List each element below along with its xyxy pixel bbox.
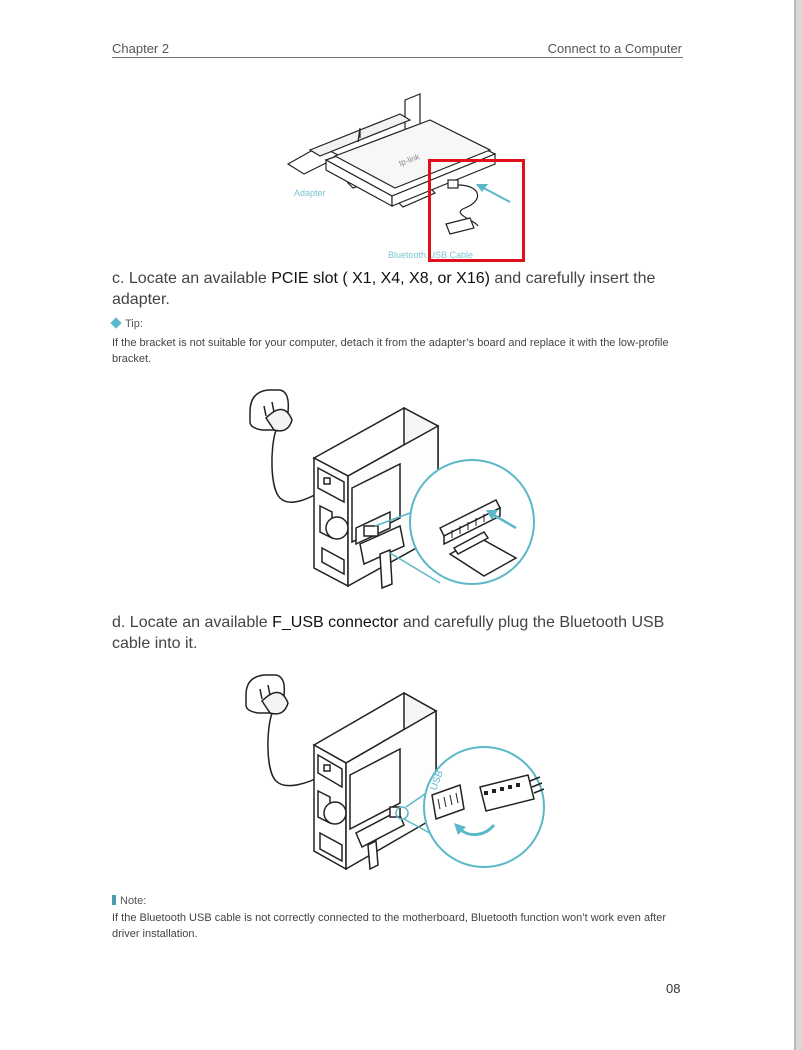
pcie-insertion-illustration (249, 389, 535, 590)
page-edge-line (794, 0, 796, 1050)
step-d-emphasis: F_USB connector (272, 614, 399, 631)
page-edge-shadow (796, 0, 802, 1050)
tip-text: If the bracket is not suitable for your … (112, 337, 669, 365)
step-c-emphasis: PCIE slot ( X1, X4, X8, or X16) (271, 270, 490, 287)
step-d-suffix: and carefully plug the Bluetooth USB cab… (112, 614, 665, 652)
section-title: Connect to a Computer (547, 41, 682, 56)
usb-connection-illustration: USB (245, 674, 545, 871)
adapter-illustration: tp-link Adapter Bluetooth USB Cable (286, 93, 511, 260)
tag-icon (110, 317, 122, 329)
step-c-suffix: and carefully insert the adapter. (112, 270, 656, 308)
tip-heading: Tip: (110, 317, 143, 330)
step-d-prefix: d. Locate an available (112, 614, 273, 631)
note-label: Note: (120, 895, 147, 907)
note-text: If the Bluetooth USB cable is not correc… (112, 912, 666, 940)
step-c-text: c. Locate an available PCIE slot ( X1, X… (112, 268, 683, 310)
step-c-prefix: c. Locate an available (112, 270, 272, 287)
step-d-text: d. Locate an available F_USB connector a… (112, 612, 683, 654)
tip-label: Tip: (125, 318, 143, 330)
chapter-label: Chapter 2 (112, 41, 170, 56)
note-marker-icon (112, 895, 116, 905)
header-divider (112, 57, 683, 58)
note-heading: Note: (112, 895, 146, 907)
page-number: 08 (666, 981, 681, 996)
highlight-box (428, 159, 525, 262)
adapter-caption: Adapter (294, 188, 326, 198)
